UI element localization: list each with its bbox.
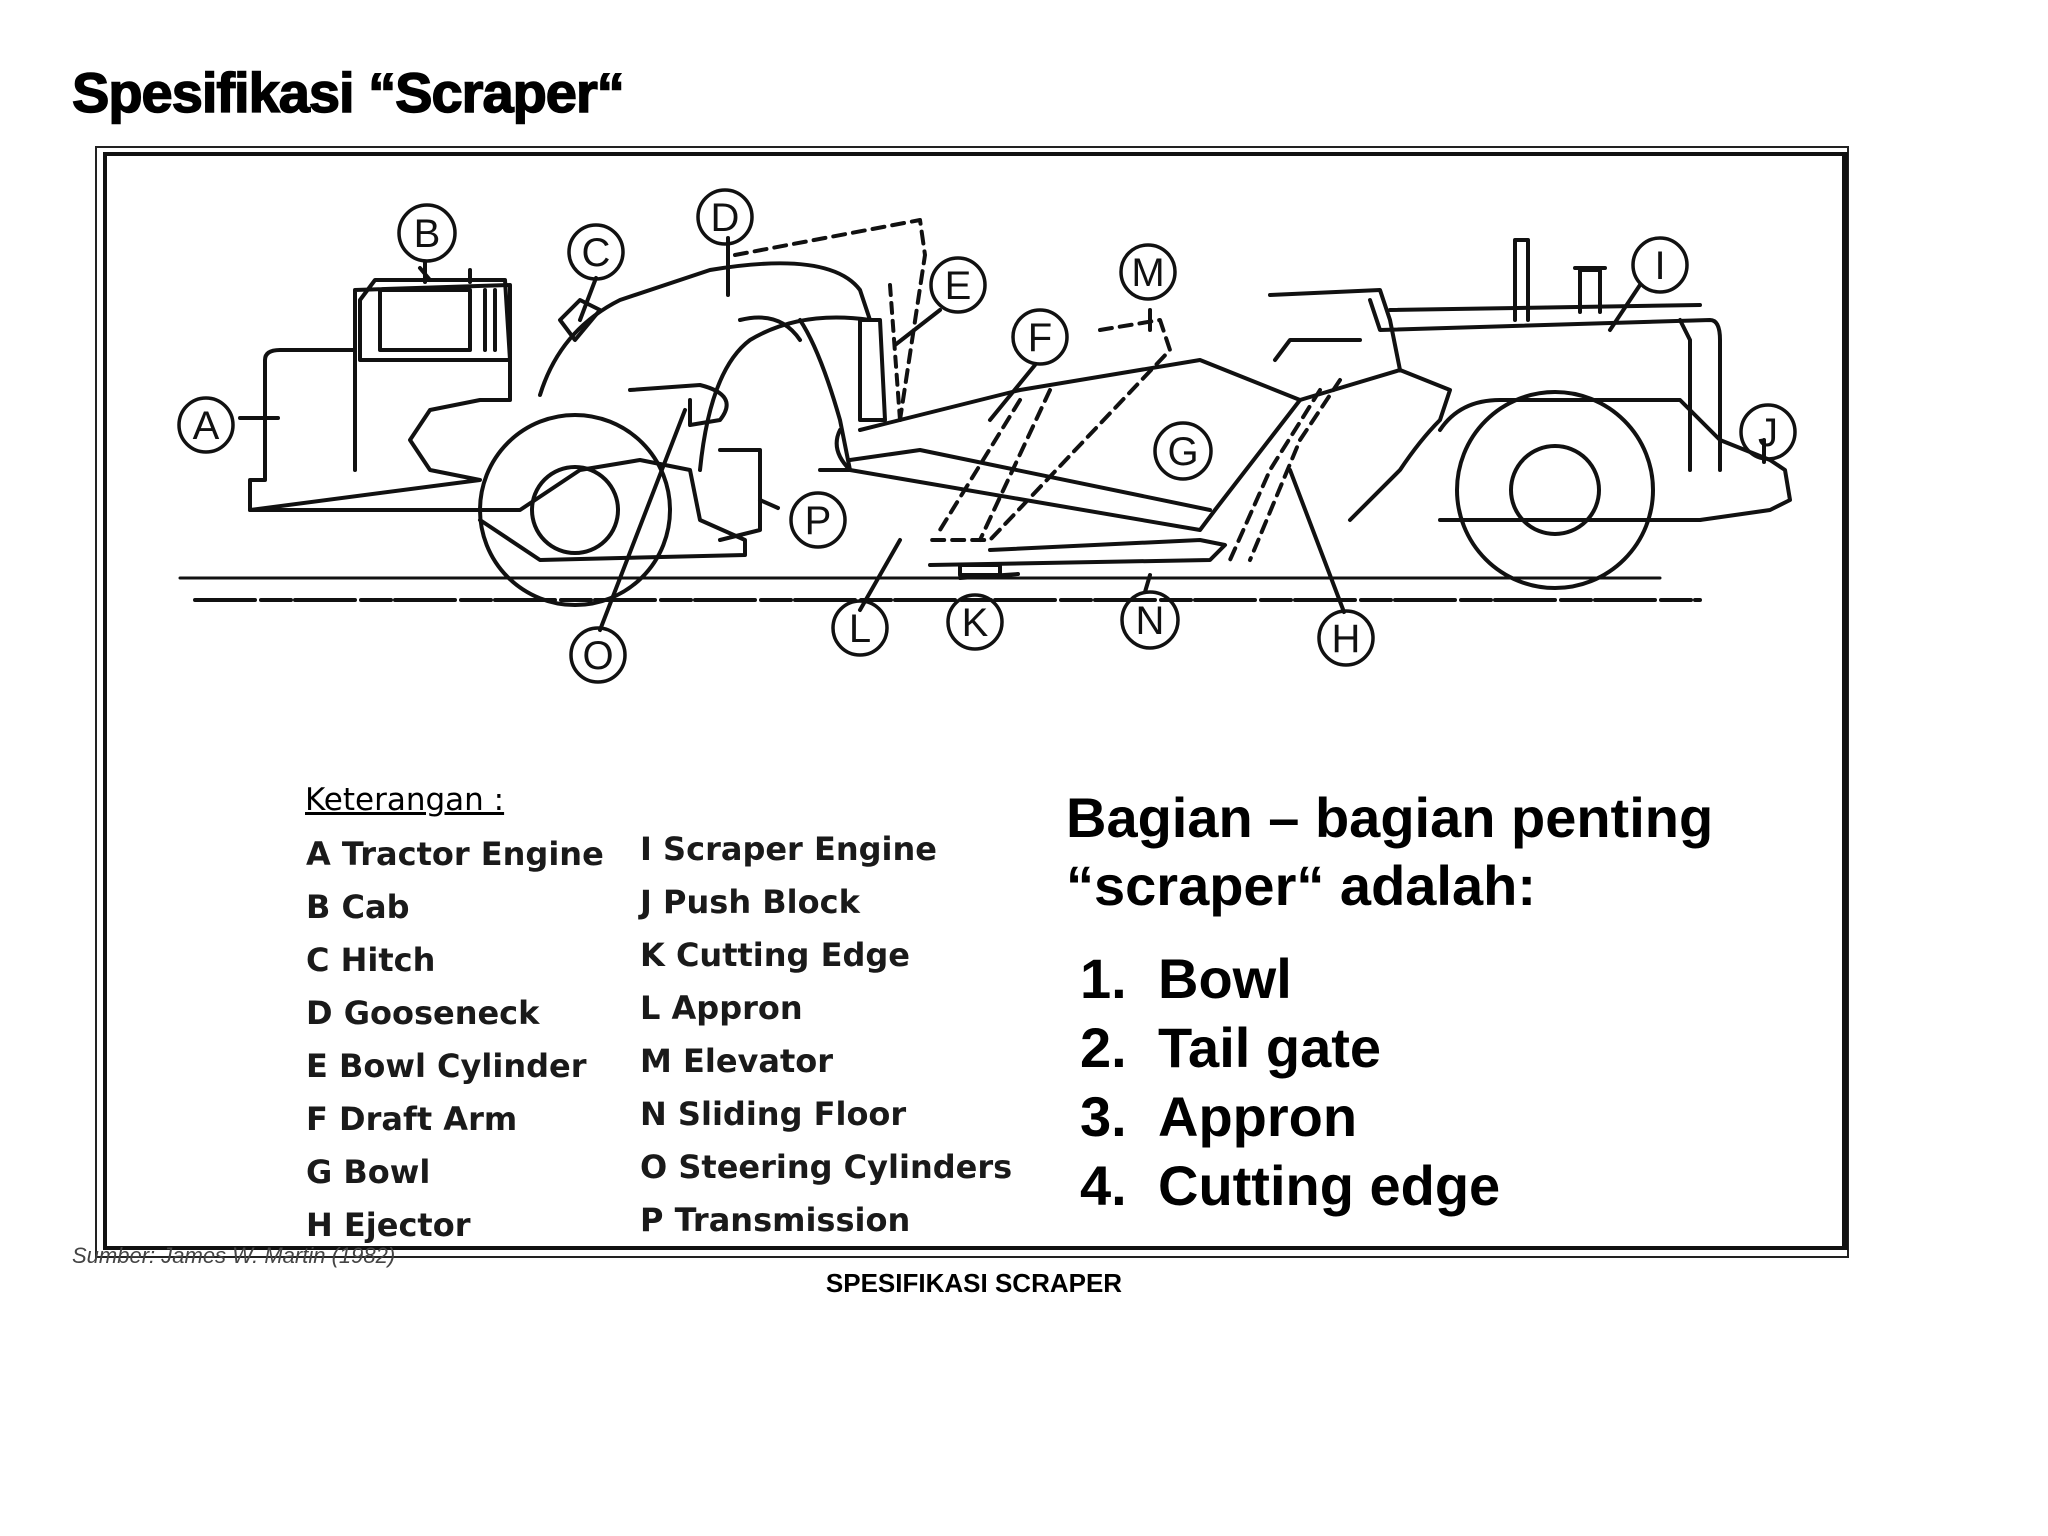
label-B: B xyxy=(397,203,457,263)
legend-item: P Transmission xyxy=(640,1201,911,1239)
sliding-floor xyxy=(928,538,1227,567)
tractor-cab xyxy=(358,278,512,362)
figure-inner-frame xyxy=(103,152,1848,1250)
key-parts-heading-line1: Bagian – bagian penting xyxy=(1066,786,1714,849)
legend-item: A Tractor Engine xyxy=(306,835,604,873)
label-C: C xyxy=(567,223,625,281)
legend-item: J Push Block xyxy=(640,883,860,921)
source-citation: Sumber: James W. Martin (1982) xyxy=(72,1243,396,1268)
elevator xyxy=(928,318,1172,542)
key-part-item: 2.Tail gate xyxy=(1080,1016,1382,1079)
rear-wheel xyxy=(1455,390,1655,590)
legend-item: O Steering Cylinders xyxy=(640,1148,1013,1186)
label-O: O xyxy=(569,626,627,684)
svg-text:B: B xyxy=(414,212,441,256)
legend-item: H Ejector xyxy=(306,1206,471,1244)
key-part-item: 1.Bowl xyxy=(1080,947,1292,1010)
svg-text:L: L xyxy=(849,607,871,651)
transmission xyxy=(718,448,762,542)
label-K: K xyxy=(946,593,1004,651)
key-part-item: 3.Appron xyxy=(1080,1085,1358,1148)
legend-item: N Sliding Floor xyxy=(640,1095,907,1133)
svg-text:P: P xyxy=(805,499,832,543)
label-P: P xyxy=(789,491,847,549)
figure-caption: SPESIFIKASI SCRAPER xyxy=(825,1268,1123,1298)
svg-text:I: I xyxy=(1654,244,1665,288)
legend-left-column: A Tractor Engine B Cab C Hitch D Goosene… xyxy=(306,828,604,1252)
label-E: E xyxy=(929,256,987,314)
label-D: D xyxy=(696,188,754,246)
svg-text:N: N xyxy=(1136,599,1165,643)
legend-item: F Draft Arm xyxy=(306,1100,518,1138)
svg-text:C: C xyxy=(582,231,611,275)
legend-heading: Keterangan : xyxy=(305,782,505,818)
legend-item: K Cutting Edge xyxy=(640,936,910,974)
figure-frame xyxy=(95,146,1849,1258)
key-parts-list: 1.Bowl 2.Tail gate 3.Appron 4.Cutting ed… xyxy=(1080,944,1500,1220)
svg-text:A: A xyxy=(193,404,220,448)
label-M: M xyxy=(1119,243,1177,301)
svg-text:E: E xyxy=(945,264,972,308)
key-parts-heading: Bagian – bagian penting “scraper“ adalah… xyxy=(1066,784,1713,920)
legend-item: D Gooseneck xyxy=(306,994,540,1032)
label-I: I xyxy=(1631,236,1689,294)
key-part-item: 4.Cutting edge xyxy=(1080,1154,1501,1217)
svg-text:O: O xyxy=(582,634,613,678)
label-H: H xyxy=(1317,609,1375,667)
svg-text:F: F xyxy=(1028,316,1052,360)
ejector xyxy=(1248,378,1342,562)
svg-text:H: H xyxy=(1332,617,1361,661)
front-wheel xyxy=(478,413,672,607)
svg-text:M: M xyxy=(1131,251,1164,295)
legend-item: G Bowl xyxy=(306,1153,431,1191)
label-N: N xyxy=(1120,590,1180,650)
svg-text:D: D xyxy=(711,196,740,240)
legend-item: E Bowl Cylinder xyxy=(306,1047,587,1085)
svg-text:G: G xyxy=(1167,430,1198,474)
label-L: L xyxy=(831,599,889,657)
svg-text:J: J xyxy=(1758,411,1778,455)
page-title: Spesifikasi “Scraper“ xyxy=(71,60,625,125)
tractor-body xyxy=(248,283,512,512)
legend-right-column: I Scraper Engine J Push Block K Cutting … xyxy=(640,823,1012,1247)
legend-item: L Appron xyxy=(640,989,803,1027)
legend-item: I Scraper Engine xyxy=(640,830,937,868)
legend-item: C Hitch xyxy=(306,941,436,979)
legend-item: B Cab xyxy=(306,888,410,926)
legend-item: M Elevator xyxy=(640,1042,834,1080)
label-A: A xyxy=(177,396,235,454)
label-J: J xyxy=(1739,403,1797,461)
rear-body xyxy=(1268,288,1402,372)
bowl-cylinder xyxy=(858,318,887,422)
label-F: F xyxy=(1011,308,1069,366)
svg-text:K: K xyxy=(962,601,989,645)
key-parts-heading-line2: “scraper“ adalah: xyxy=(1066,854,1536,917)
label-G: G xyxy=(1153,421,1213,481)
